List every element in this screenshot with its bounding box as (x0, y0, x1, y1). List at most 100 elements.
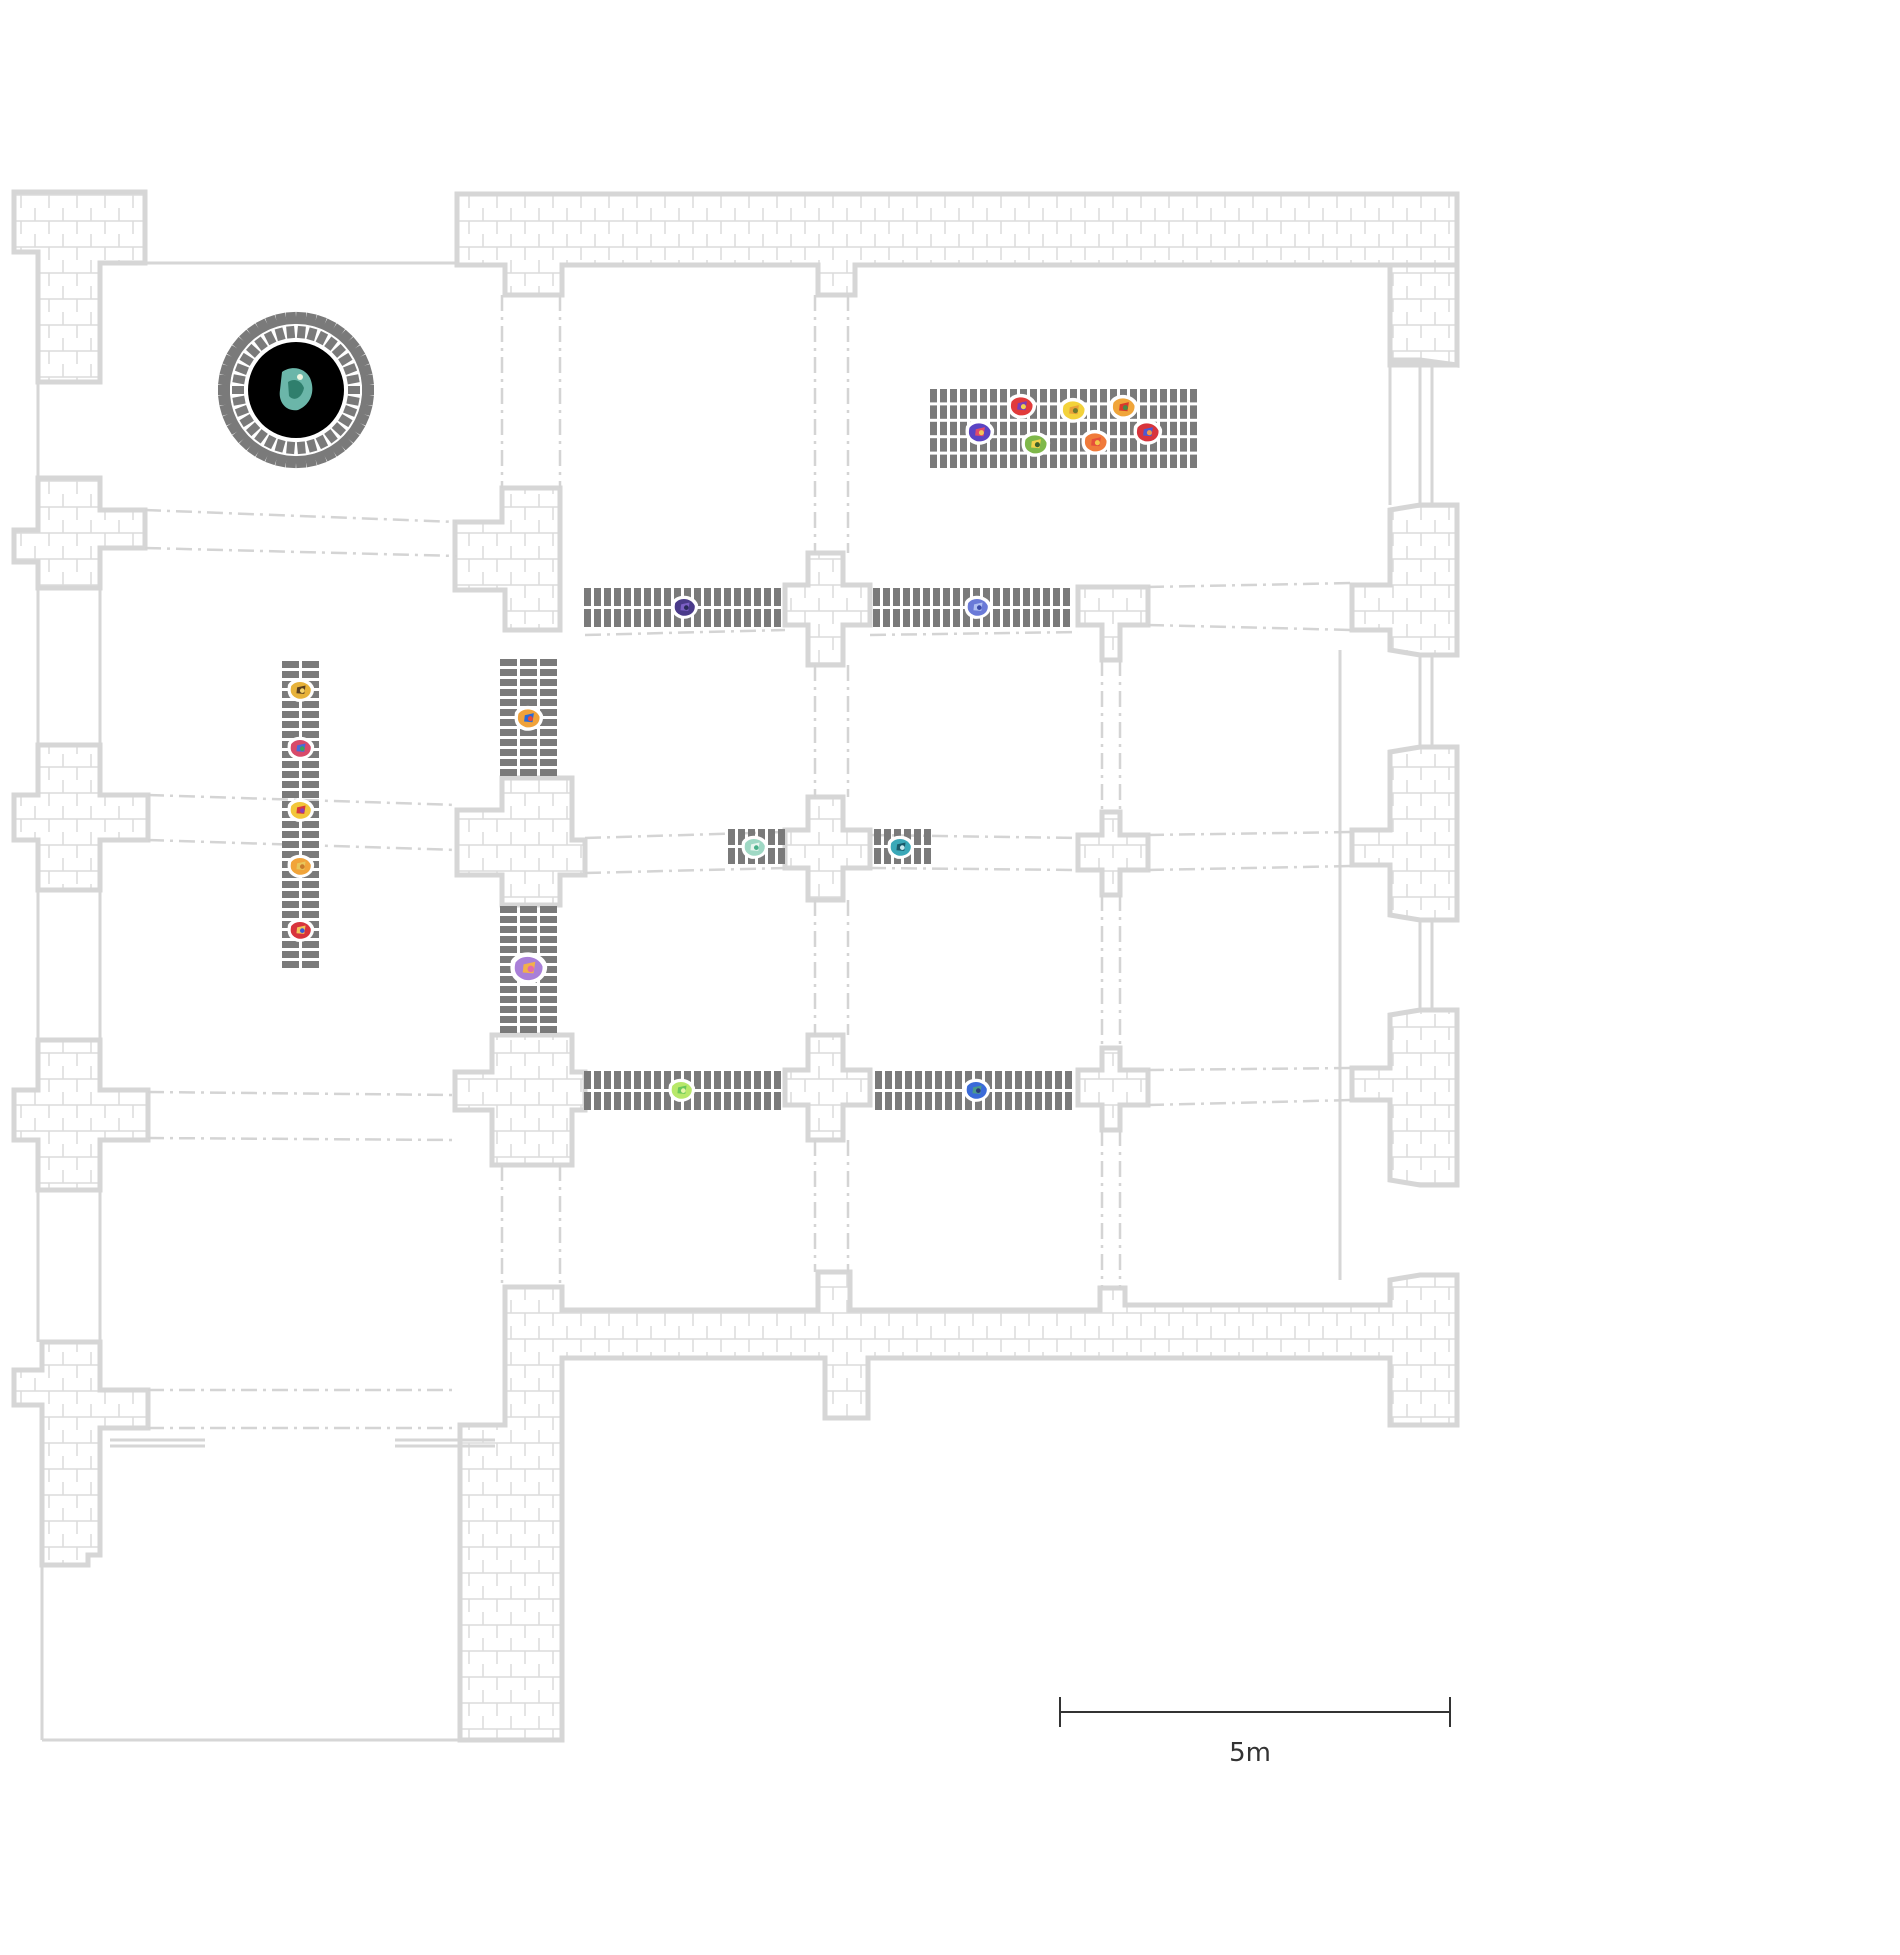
column-5 (1075, 809, 1151, 898)
ring-brick (218, 374, 232, 386)
ring-brick (295, 311, 307, 325)
scale-bar-label: 5m (1229, 1738, 1271, 1768)
wall-spine-3 (452, 1032, 588, 1168)
ring-brick (306, 327, 318, 342)
ring-brick (246, 422, 261, 437)
ring-brick (232, 336, 248, 353)
platform-corridor-3 (728, 829, 785, 864)
ring-brick (286, 441, 296, 455)
ring-brick (362, 385, 374, 395)
ring-brick (313, 314, 327, 330)
ring-brick (329, 441, 346, 457)
exhibit-object-room-1 (1007, 393, 1037, 419)
exhibit-object-room-4 (965, 419, 995, 445)
wall-bottom (457, 1269, 1460, 1743)
ring-brick (255, 318, 271, 334)
ring-brick (254, 429, 268, 444)
ring-brick (321, 446, 337, 462)
ring-brick (331, 422, 346, 437)
exhibit-object-room-5 (1021, 431, 1051, 457)
ring-brick (304, 312, 317, 327)
exhibit-object-central (279, 368, 313, 411)
column-4 (1075, 584, 1151, 663)
ring-brick (344, 336, 360, 353)
exhibit-object-left-3 (287, 798, 315, 822)
room-outlines (36, 261, 1434, 1742)
ring-brick (358, 364, 373, 378)
wall-top (454, 191, 1460, 368)
ring-brick (239, 434, 255, 451)
ring-brick (324, 336, 338, 351)
exhibit-object-left-1 (287, 678, 315, 702)
ring-brick (263, 434, 277, 450)
wall-pier-left-1 (11, 475, 148, 591)
ring-brick (275, 453, 288, 468)
wall-pier-right-3 (1349, 1007, 1460, 1188)
exhibit-platforms (282, 389, 1197, 1110)
exhibit-object-doorway-top (514, 705, 544, 731)
ring-brick (358, 402, 373, 416)
ring-brick (232, 386, 244, 394)
ring-brick (343, 405, 358, 417)
ring-brick (232, 395, 246, 406)
wall-right-top (1387, 262, 1460, 368)
platform-corridor-2 (873, 588, 1070, 627)
ring-brick (274, 438, 286, 453)
ring-brick (349, 345, 366, 360)
exhibit-object-room-2 (1059, 397, 1089, 423)
exhibit-object-corridor-3 (741, 835, 769, 859)
ring-brick (226, 420, 243, 435)
ring-brick (274, 327, 286, 342)
platform-doorway-top (500, 659, 557, 776)
wall-spine-1 (452, 485, 563, 633)
ring-brick (338, 413, 353, 428)
exhibit-object-room-7 (1133, 419, 1163, 445)
column-2 (782, 794, 873, 903)
walls (11, 189, 1460, 1743)
ring-brick (360, 394, 374, 406)
platform-room-top-right (930, 389, 1197, 468)
ring-brick (331, 343, 346, 358)
ring-brick (360, 374, 374, 386)
ring-brick (265, 314, 279, 330)
ring-brick (295, 455, 307, 469)
ring-brick (346, 395, 360, 406)
wall-pier-left-3 (11, 1037, 151, 1193)
ring-brick (232, 374, 246, 385)
ring-brick (324, 429, 338, 444)
beam-lines (144, 295, 1353, 1430)
wall-pier-right-1 (1349, 502, 1460, 658)
exhibit-object-corridor-6 (963, 1078, 991, 1102)
ring-brick (354, 354, 370, 369)
ring-brick (285, 455, 297, 469)
ring-brick (263, 330, 277, 346)
ring-brick (219, 402, 234, 416)
ring-brick (219, 364, 234, 378)
ring-brick (315, 330, 329, 346)
exhibit-object-corridor-5 (668, 1078, 696, 1102)
ring-brick (226, 345, 243, 360)
ring-brick (338, 352, 353, 367)
exhibit-object-room-3 (1109, 394, 1139, 420)
ring-brick (346, 374, 360, 385)
ring-brick (313, 450, 327, 466)
ring-brick (315, 434, 329, 450)
wall-corner-top-left (11, 189, 148, 385)
ring-brick (329, 323, 346, 339)
ring-brick (337, 329, 353, 346)
ring-brick (348, 386, 360, 394)
column-1 (782, 550, 873, 668)
platform-corridor-6 (875, 1071, 1072, 1110)
wall-pier-right-2 (1349, 744, 1460, 923)
ring-brick (285, 311, 297, 325)
platform-corridor-5 (584, 1071, 781, 1110)
ring-brick (222, 411, 238, 426)
wall-spine-2 (454, 775, 588, 908)
platform-doorway-bottom (500, 906, 557, 1033)
column-3 (782, 1032, 873, 1143)
wall-pier-left-4 (11, 1339, 151, 1568)
ring-brick (239, 352, 254, 367)
platform-corridor-1 (584, 588, 781, 627)
circular-plinth-ring (218, 311, 374, 469)
ring-brick (246, 323, 263, 339)
